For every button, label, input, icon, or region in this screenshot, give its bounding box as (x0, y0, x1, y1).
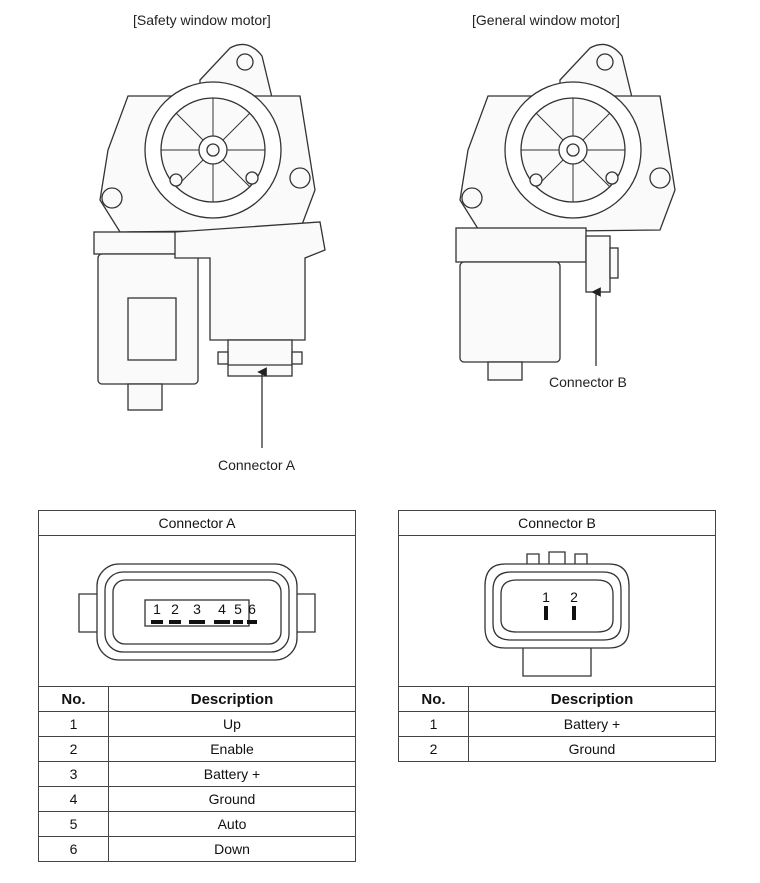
pin-number: 1 (38, 711, 109, 737)
connector-b-caption: Connector B (549, 374, 627, 390)
connector-b-table: Connector B 1 2 (398, 510, 716, 762)
col-header-description: Description (108, 686, 356, 712)
pin-description: Ground (108, 786, 356, 812)
col-header-no: No. (38, 686, 109, 712)
connector-b-drawing: 1 2 (484, 551, 630, 677)
pin-description: Ground (468, 736, 716, 762)
pin-a6-label: 6 (248, 601, 256, 617)
pin-b1-label: 1 (542, 589, 550, 605)
pin-number: 4 (38, 786, 109, 812)
connector-b-face: 1 2 (398, 535, 716, 687)
pin-number: 1 (398, 711, 469, 737)
col-header-no: No. (398, 686, 469, 712)
pin-number: 3 (38, 761, 109, 787)
pin-b2-label: 2 (570, 589, 578, 605)
pin-a3-label: 3 (193, 601, 201, 617)
pin-b2 (572, 606, 576, 620)
connector-b-table-title: Connector B (398, 510, 716, 536)
pin-number: 2 (398, 736, 469, 762)
connector-a-face: 1 2 3 4 5 6 (38, 535, 356, 687)
pin-description: Enable (108, 736, 356, 762)
pin-a2 (169, 620, 181, 624)
general-motor-caption: [General window motor] (472, 12, 620, 28)
col-header-description: Description (468, 686, 716, 712)
pin-a6 (247, 620, 257, 624)
pin-a3 (189, 620, 205, 624)
pin-description: Auto (108, 811, 356, 837)
pin-number: 5 (38, 811, 109, 837)
pin-description: Down (108, 836, 356, 862)
connector-a-table-title: Connector A (38, 510, 356, 536)
pin-a2-label: 2 (171, 601, 179, 617)
pin-a4-label: 4 (218, 601, 226, 617)
pin-description: Battery + (468, 711, 716, 737)
pin-a5 (233, 620, 243, 624)
motor-illustrations (93, 43, 676, 448)
pin-a5-label: 5 (234, 601, 242, 617)
pin-description: Battery + (108, 761, 356, 787)
safety-window-motor (93, 43, 326, 411)
connector-a-caption: Connector A (218, 457, 296, 473)
connector-a-drawing: 1 2 3 4 5 6 (78, 563, 316, 661)
safety-motor-caption: [Safety window motor] (133, 12, 271, 28)
connector-a-table: Connector A 1 2 3 4 5 6 (38, 510, 356, 862)
pin-number: 6 (38, 836, 109, 862)
pin-description: Up (108, 711, 356, 737)
pin-a1 (151, 620, 163, 624)
pin-a1-label: 1 (153, 601, 161, 617)
pin-a4 (214, 620, 230, 624)
pin-number: 2 (38, 736, 109, 762)
pin-b1 (544, 606, 548, 620)
general-window-motor (455, 43, 676, 381)
